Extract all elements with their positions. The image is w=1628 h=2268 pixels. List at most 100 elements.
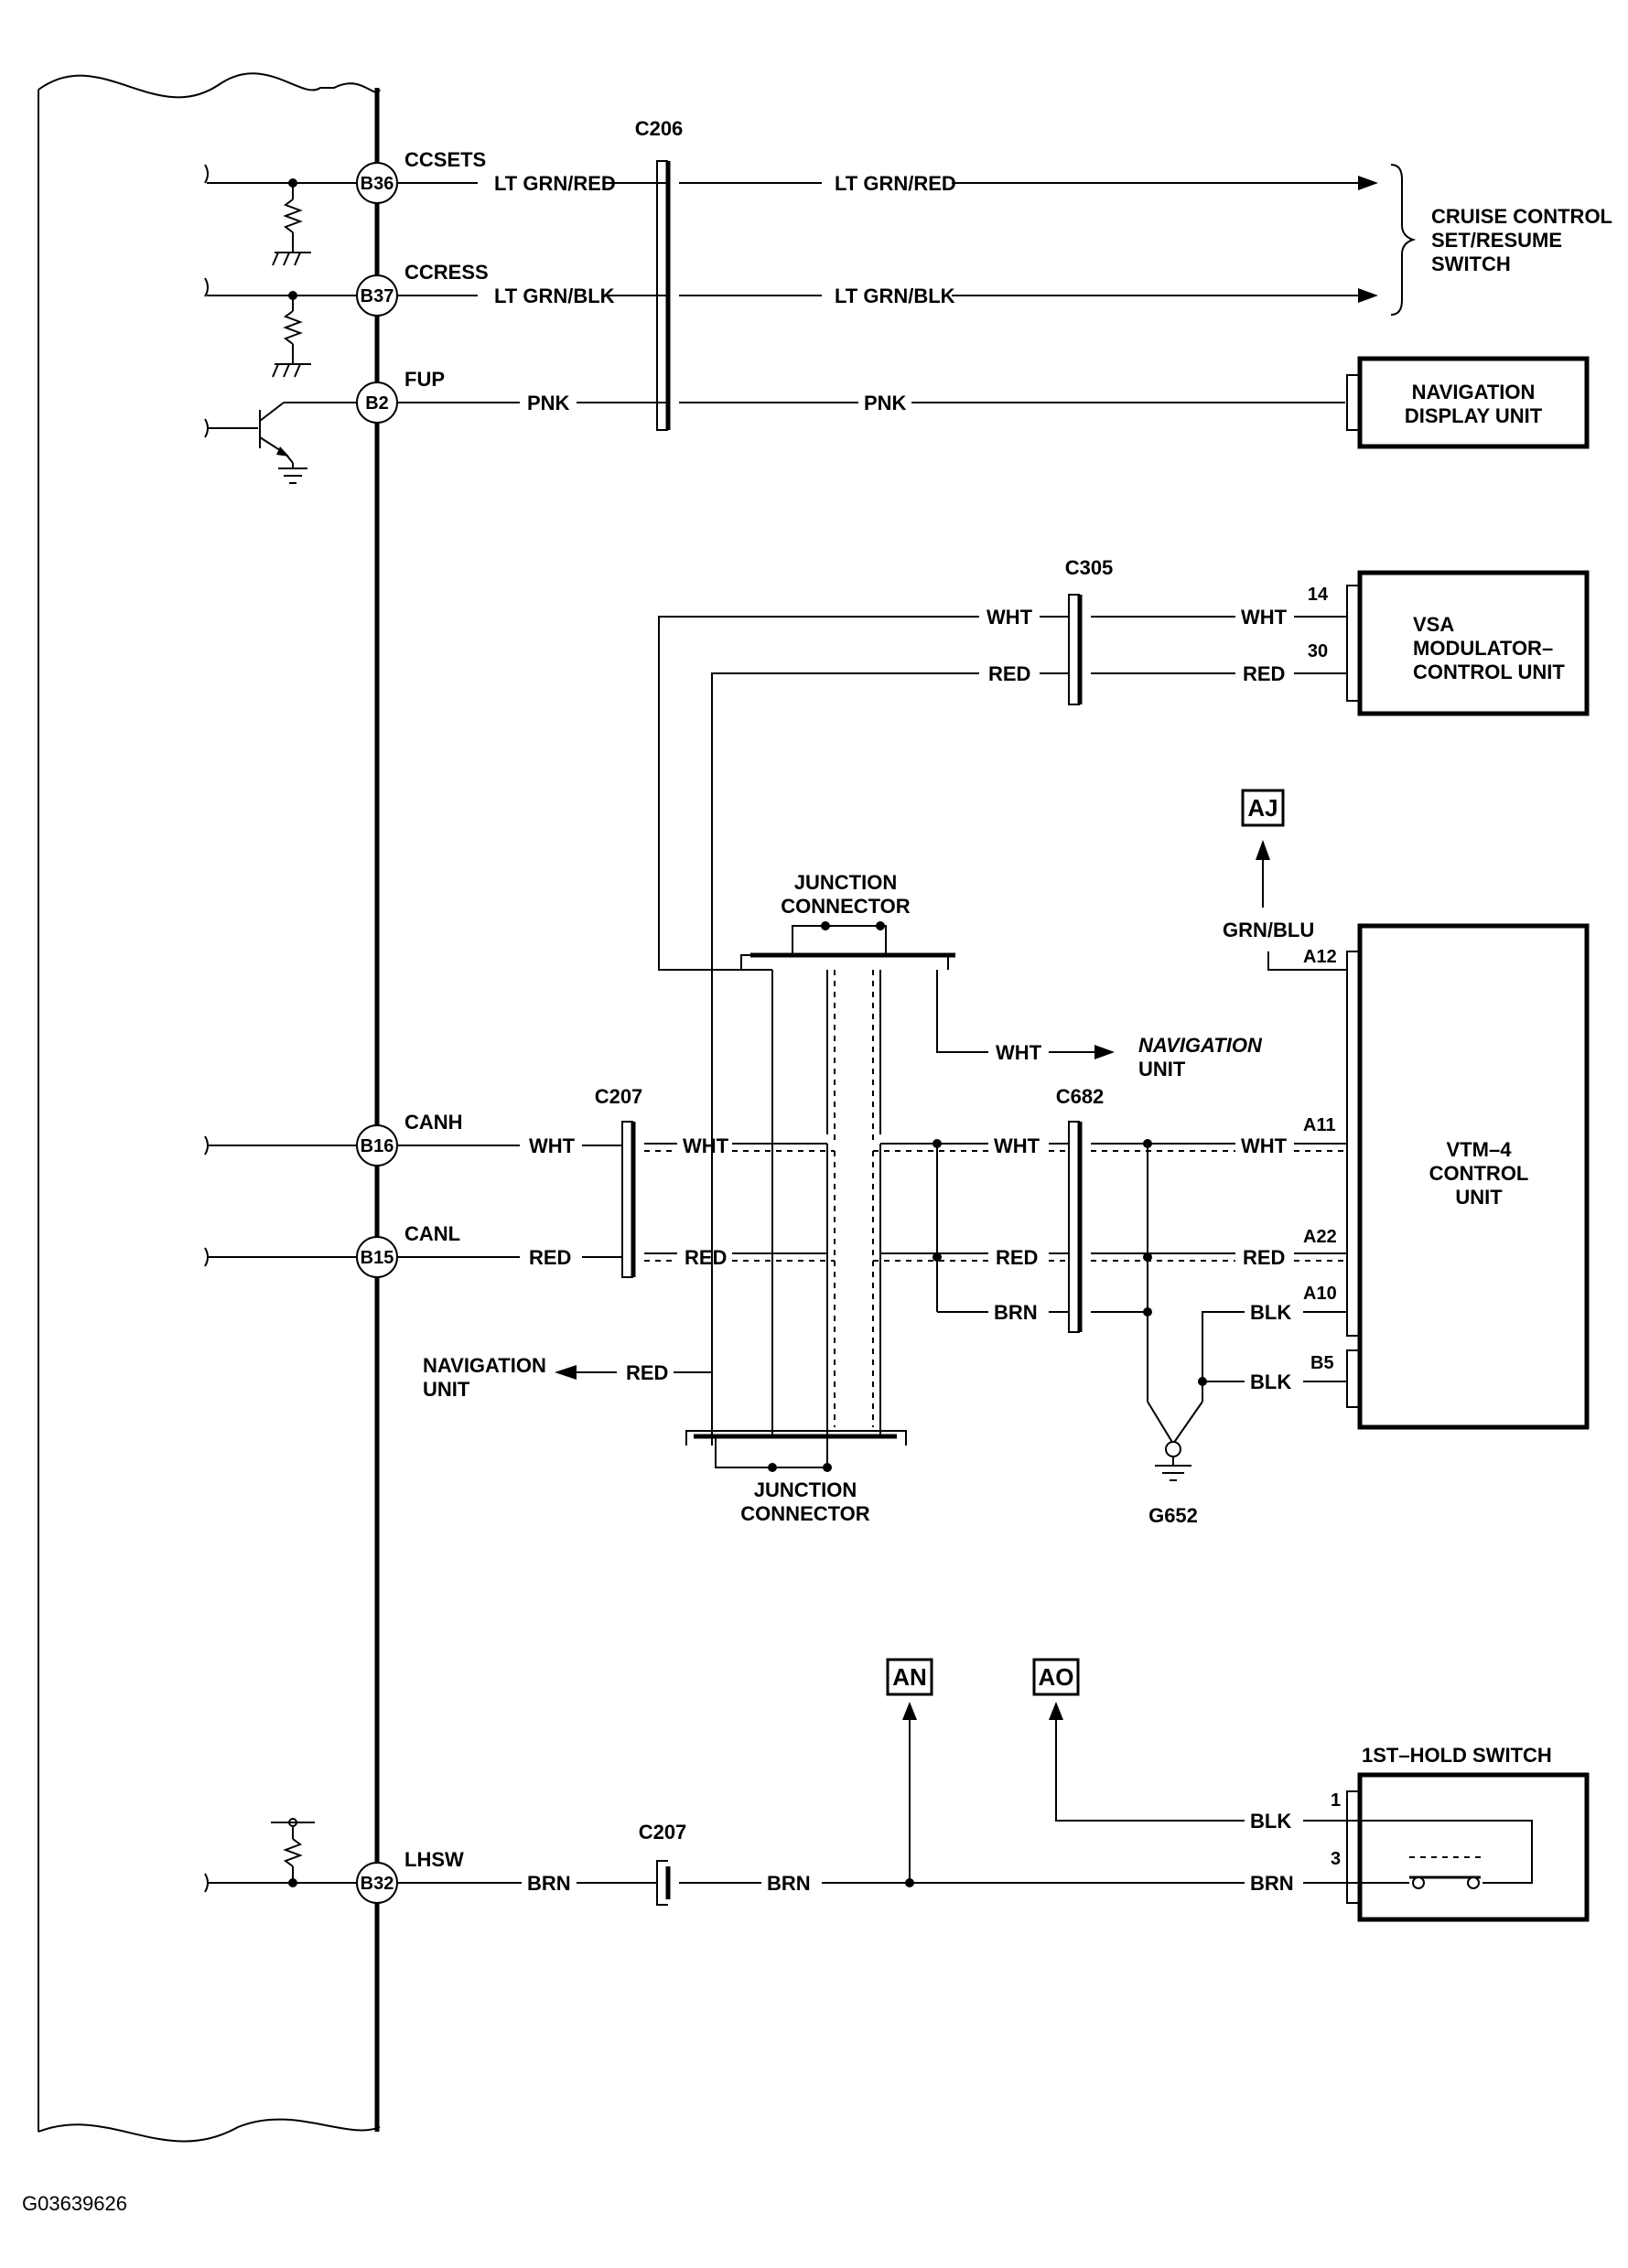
wire-label-b16: WHT xyxy=(529,1134,576,1157)
c207-wht-label: WHT xyxy=(683,1134,729,1157)
nav-red-label: RED xyxy=(626,1361,668,1384)
connector-c682: C682 WHT RED BLK BLK G652 xyxy=(1056,1085,1347,1527)
cruise-label-1: CRUISE CONTROL xyxy=(1431,205,1612,228)
pin-b36-label: B36 xyxy=(361,174,394,194)
pin-b32-label: B32 xyxy=(361,1874,394,1894)
connector-c207-bottom: C207 BRN BLK BRN 1 3 xyxy=(639,1790,1347,1906)
nav-wht-label: WHT xyxy=(996,1041,1042,1064)
cruise-control-switch: CRUISE CONTROL SET/RESUME SWITCH xyxy=(1390,164,1612,316)
connector-c305-label: C305 xyxy=(1065,556,1114,579)
vtm-wht-label: WHT xyxy=(1241,1134,1288,1157)
circuit-b15-canl: B15 CANL RED xyxy=(204,1222,622,1278)
cruise-label-3: SWITCH xyxy=(1431,253,1511,275)
wire-label-b2-left: PNK xyxy=(527,392,570,414)
vtm4-label-3: UNIT xyxy=(1455,1186,1503,1209)
hold-blk-label: BLK xyxy=(1250,1810,1291,1833)
vsa-pin-30: 30 xyxy=(1308,641,1328,661)
wire-label-b37-right: LT GRN/BLK xyxy=(835,285,955,307)
junction-top-label-2: CONNECTOR xyxy=(781,895,910,918)
circuit-b2: B2 FUP PNK PNK xyxy=(204,368,1345,484)
mid-brn-label: BRN xyxy=(994,1301,1038,1324)
control-module-outline xyxy=(38,72,381,2143)
vsa-label-3: CONTROL UNIT xyxy=(1413,661,1565,683)
pin-b15-label: B15 xyxy=(361,1248,394,1268)
junction-connector-top: JUNCTION CONNECTOR WHT NAVIGATION UNIT xyxy=(740,871,1263,1436)
connector-c207-bottom-label: C207 xyxy=(639,1821,687,1843)
can-bus-junction: WHT RED BRN xyxy=(826,1134,1069,1438)
connector-c207-top: C207 WHT RED xyxy=(595,1085,835,1278)
vsa-circuit: C305 WHT WHT 14 RED RED 30 VSA MODULATOR… xyxy=(658,556,1590,1446)
navigation-display-unit: NAVIGATION DISPLAY UNIT xyxy=(1346,356,1590,449)
mid-wht-label: WHT xyxy=(994,1134,1040,1157)
vtm-grnblu: GRN/BLU xyxy=(1223,919,1314,941)
vtm4-control-unit: VTM–4 CONTROL UNIT GRN/BLU A12 A11 A22 A… xyxy=(1223,919,1590,1430)
ref-ao: AO xyxy=(1032,1658,1245,1822)
circuit-b36: B36 CCSETS LT GRN/RED LT GRN/RED xyxy=(204,148,1378,266)
hold-pin-1: 1 xyxy=(1331,1790,1341,1811)
circuit-b16-canh: B16 CANH WHT xyxy=(204,1111,622,1166)
hold-pin-3: 3 xyxy=(1331,1849,1341,1869)
signal-fup: FUP xyxy=(404,368,445,391)
c207-brn-label: BRN xyxy=(767,1872,811,1895)
wire-label-b15: RED xyxy=(529,1246,571,1269)
circuit-b32-lhsw: B32 LHSW BRN xyxy=(204,1818,657,1904)
ref-aj-label: AJ xyxy=(1247,794,1278,822)
hold-switch-label: 1ST–HOLD SWITCH xyxy=(1362,1744,1552,1767)
nav-unit-right-1: NAVIGATION xyxy=(1138,1034,1263,1057)
vtm-red-label: RED xyxy=(1243,1246,1285,1269)
connector-c206-label: C206 xyxy=(635,117,684,140)
ref-ao-label: AO xyxy=(1039,1663,1074,1691)
wire-label-b36-right: LT GRN/RED xyxy=(835,172,956,195)
nav-display-label-2: DISPLAY UNIT xyxy=(1405,404,1543,427)
signal-lhsw: LHSW xyxy=(404,1848,464,1871)
signal-canh: CANH xyxy=(404,1111,463,1134)
wire-label-b32: BRN xyxy=(527,1872,571,1895)
junction-connector-bottom: JUNCTION CONNECTOR RED NAVIGATION UNIT xyxy=(423,1354,907,1525)
vtm-blk-label: BLK xyxy=(1250,1301,1291,1324)
ref-aj: AJ xyxy=(1241,789,1285,908)
wire-label-b2-right: PNK xyxy=(864,392,907,414)
cruise-label-2: SET/RESUME xyxy=(1431,229,1562,252)
nav-display-label-1: NAVIGATION xyxy=(1412,381,1536,403)
signal-ccress: CCRESS xyxy=(404,261,489,284)
signal-ccsets: CCSETS xyxy=(404,148,486,171)
wire-label-b36-left: LT GRN/RED xyxy=(494,172,616,195)
vtm-pin-a11: A11 xyxy=(1303,1115,1336,1135)
connector-c207-top-label: C207 xyxy=(595,1085,643,1108)
junction-bottom-label-1: JUNCTION xyxy=(754,1478,857,1501)
vtm-pin-a10: A10 xyxy=(1303,1284,1337,1304)
vsa-pin-14: 14 xyxy=(1308,585,1329,605)
pin-b2-label: B2 xyxy=(365,393,389,414)
ref-an-label: AN xyxy=(892,1663,927,1691)
vtm-pin-b5: B5 xyxy=(1310,1353,1334,1373)
junction-bottom-label-2: CONNECTOR xyxy=(740,1502,869,1525)
ground-g652-label: G652 xyxy=(1148,1504,1198,1527)
figure-id: G03639626 xyxy=(22,2192,127,2215)
connector-c206: C206 xyxy=(635,117,684,431)
nav-unit-right-2: UNIT xyxy=(1138,1058,1186,1080)
vsa-wht-left: WHT xyxy=(987,606,1033,629)
circuit-b37: B37 CCRESS LT GRN/BLK LT GRN/BLK xyxy=(204,261,1378,378)
vtm4-label-2: CONTROL xyxy=(1429,1162,1529,1185)
ref-an: AN xyxy=(886,1658,933,1883)
vsa-label-2: MODULATOR– xyxy=(1413,637,1553,660)
nav-unit-left-2: UNIT xyxy=(423,1378,470,1401)
vtm-pin-a22: A22 xyxy=(1303,1227,1337,1247)
vsa-red-right: RED xyxy=(1243,662,1285,685)
vtm-blk2-label: BLK xyxy=(1250,1370,1291,1393)
c207-red-label: RED xyxy=(685,1246,727,1269)
hold-brn-label: BRN xyxy=(1250,1872,1294,1895)
vsa-wht-right: WHT xyxy=(1241,606,1288,629)
vtm4-label-1: VTM–4 xyxy=(1447,1138,1513,1161)
pin-b37-label: B37 xyxy=(361,286,394,306)
pin-b16-label: B16 xyxy=(361,1136,394,1156)
junction-top-label-1: JUNCTION xyxy=(794,871,897,894)
signal-canl: CANL xyxy=(404,1222,460,1245)
connector-c682-label: C682 xyxy=(1056,1085,1105,1108)
vsa-red-left: RED xyxy=(988,662,1030,685)
first-hold-switch: 1ST–HOLD SWITCH xyxy=(1346,1744,1590,1922)
vtm-pin-a12: A12 xyxy=(1303,947,1337,967)
vsa-label-1: VSA xyxy=(1413,613,1454,636)
nav-unit-left-1: NAVIGATION xyxy=(423,1354,546,1377)
